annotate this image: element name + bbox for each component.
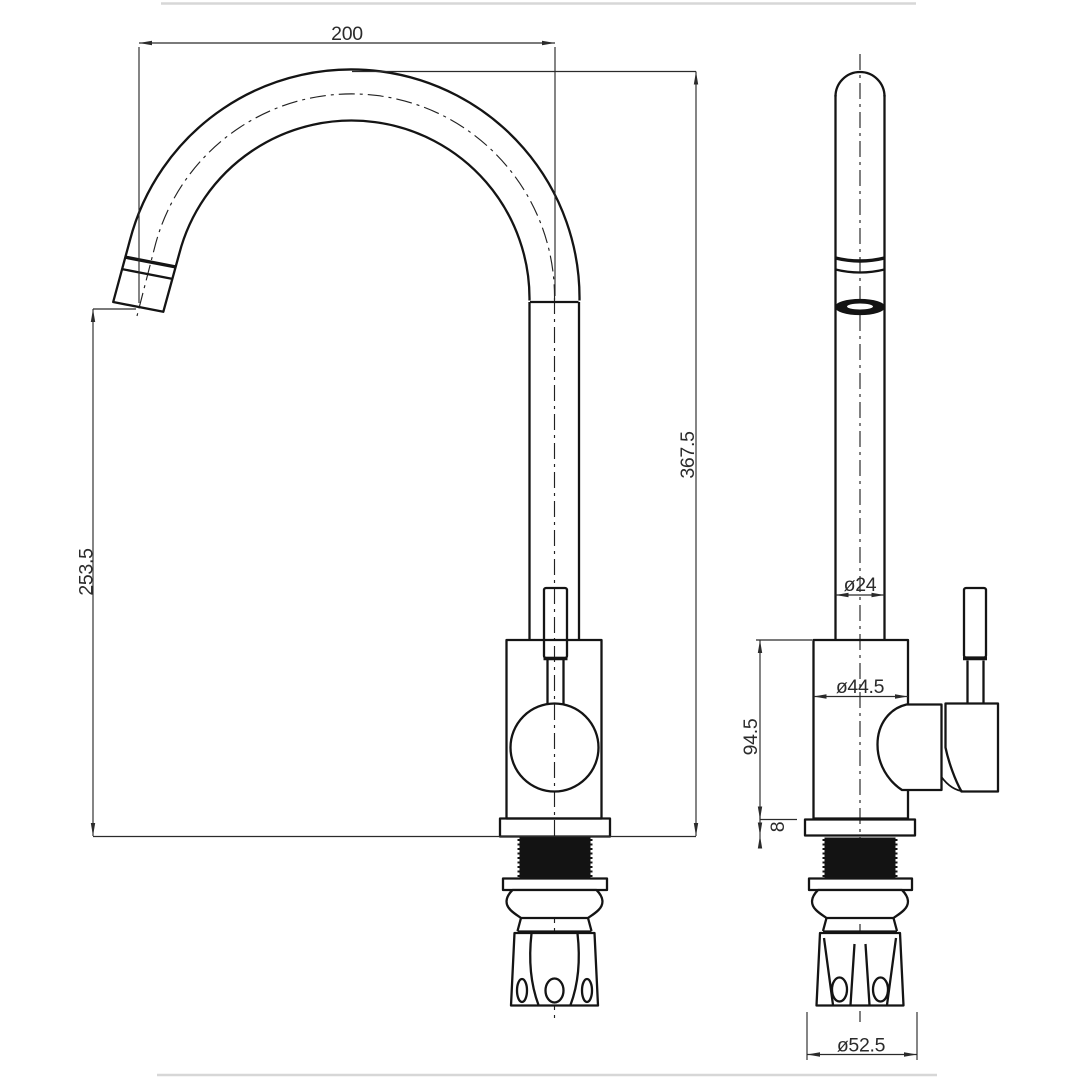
dimension-annotations: 200 367.5 253.5 ø24 ø44.5	[76, 23, 918, 1060]
spout-outline	[112, 68, 581, 313]
lock-nut	[509, 931, 600, 1007]
dim-tube-diameter-label: ø24	[844, 574, 877, 596]
dim-base-diameter: ø52.5	[806, 1012, 918, 1060]
side-handle-lever	[940, 586, 1000, 793]
collar-band-side	[821, 917, 899, 933]
lock-nut-hole-left-side	[830, 976, 849, 1003]
dim-base-diameter-label: ø52.5	[837, 1035, 886, 1057]
threaded-shank-side	[824, 837, 896, 879]
washer-plate	[501, 877, 609, 892]
aerator-ring-line-2	[121, 267, 174, 281]
side-body	[803, 638, 943, 837]
aerator-ring-line-1	[124, 255, 177, 269]
handle-grip	[542, 586, 569, 660]
aerator-ring-curve-2	[835, 268, 885, 274]
front-view	[112, 68, 612, 1022]
front-centerlines	[136, 93, 556, 1022]
aerator-ring-curve-1	[835, 256, 885, 263]
dim-spout-reach-label: 200	[331, 23, 363, 45]
front-spout	[112, 68, 581, 640]
valve-housing-bulge	[876, 703, 943, 792]
dim-spout-outlet-height: 253.5	[76, 308, 136, 836]
dome-nut	[505, 888, 604, 920]
lock-nut-spline-lines	[529, 933, 580, 1006]
dim-flange-thickness: 8	[757, 806, 797, 849]
side-mounting-assembly	[807, 837, 914, 1007]
handle-underside-arc	[940, 776, 965, 793]
outlet-opening	[847, 303, 873, 310]
handle-base	[944, 702, 1000, 793]
dim-body-height: 94.5	[740, 639, 812, 836]
lock-nut-side	[815, 931, 905, 1007]
mounting-flange-side	[803, 818, 917, 837]
lock-nut-hole-right	[580, 977, 594, 1004]
dim-spout-outlet-height-label: 253.5	[76, 548, 98, 596]
spout-cap-arc	[834, 70, 886, 97]
dim-flange-thickness-label: 8	[767, 822, 789, 833]
washer-plate-side	[807, 877, 914, 892]
lock-nut-hole-left	[515, 977, 529, 1004]
dim-body-height-label: 94.5	[740, 718, 762, 755]
dim-body-diameter-label: ø44.5	[836, 676, 885, 698]
lock-nut-hole-right-side	[871, 976, 890, 1003]
lock-nut-hole-center	[544, 977, 565, 1004]
front-mounting-assembly	[501, 837, 609, 1007]
ball-joint-circle	[509, 702, 600, 793]
front-handle-lever	[542, 586, 569, 704]
dim-tube-diameter: ø24	[835, 574, 885, 598]
side-spout-tube	[834, 70, 886, 640]
dim-spout-reach: 200	[138, 23, 556, 303]
threaded-shank	[519, 837, 591, 879]
handle-grip-side	[962, 586, 988, 659]
lock-nut-spline-lines-side	[822, 937, 898, 1006]
dim-body-diameter: ø44.5	[813, 676, 908, 699]
spout-centerline-arc	[136, 93, 556, 317]
dim-overall-height-label: 367.5	[677, 431, 699, 479]
dome-nut-side	[810, 888, 910, 920]
dim-overall-height: 367.5	[352, 70, 699, 836]
side-view	[803, 54, 1000, 1022]
collar-band	[516, 917, 593, 933]
